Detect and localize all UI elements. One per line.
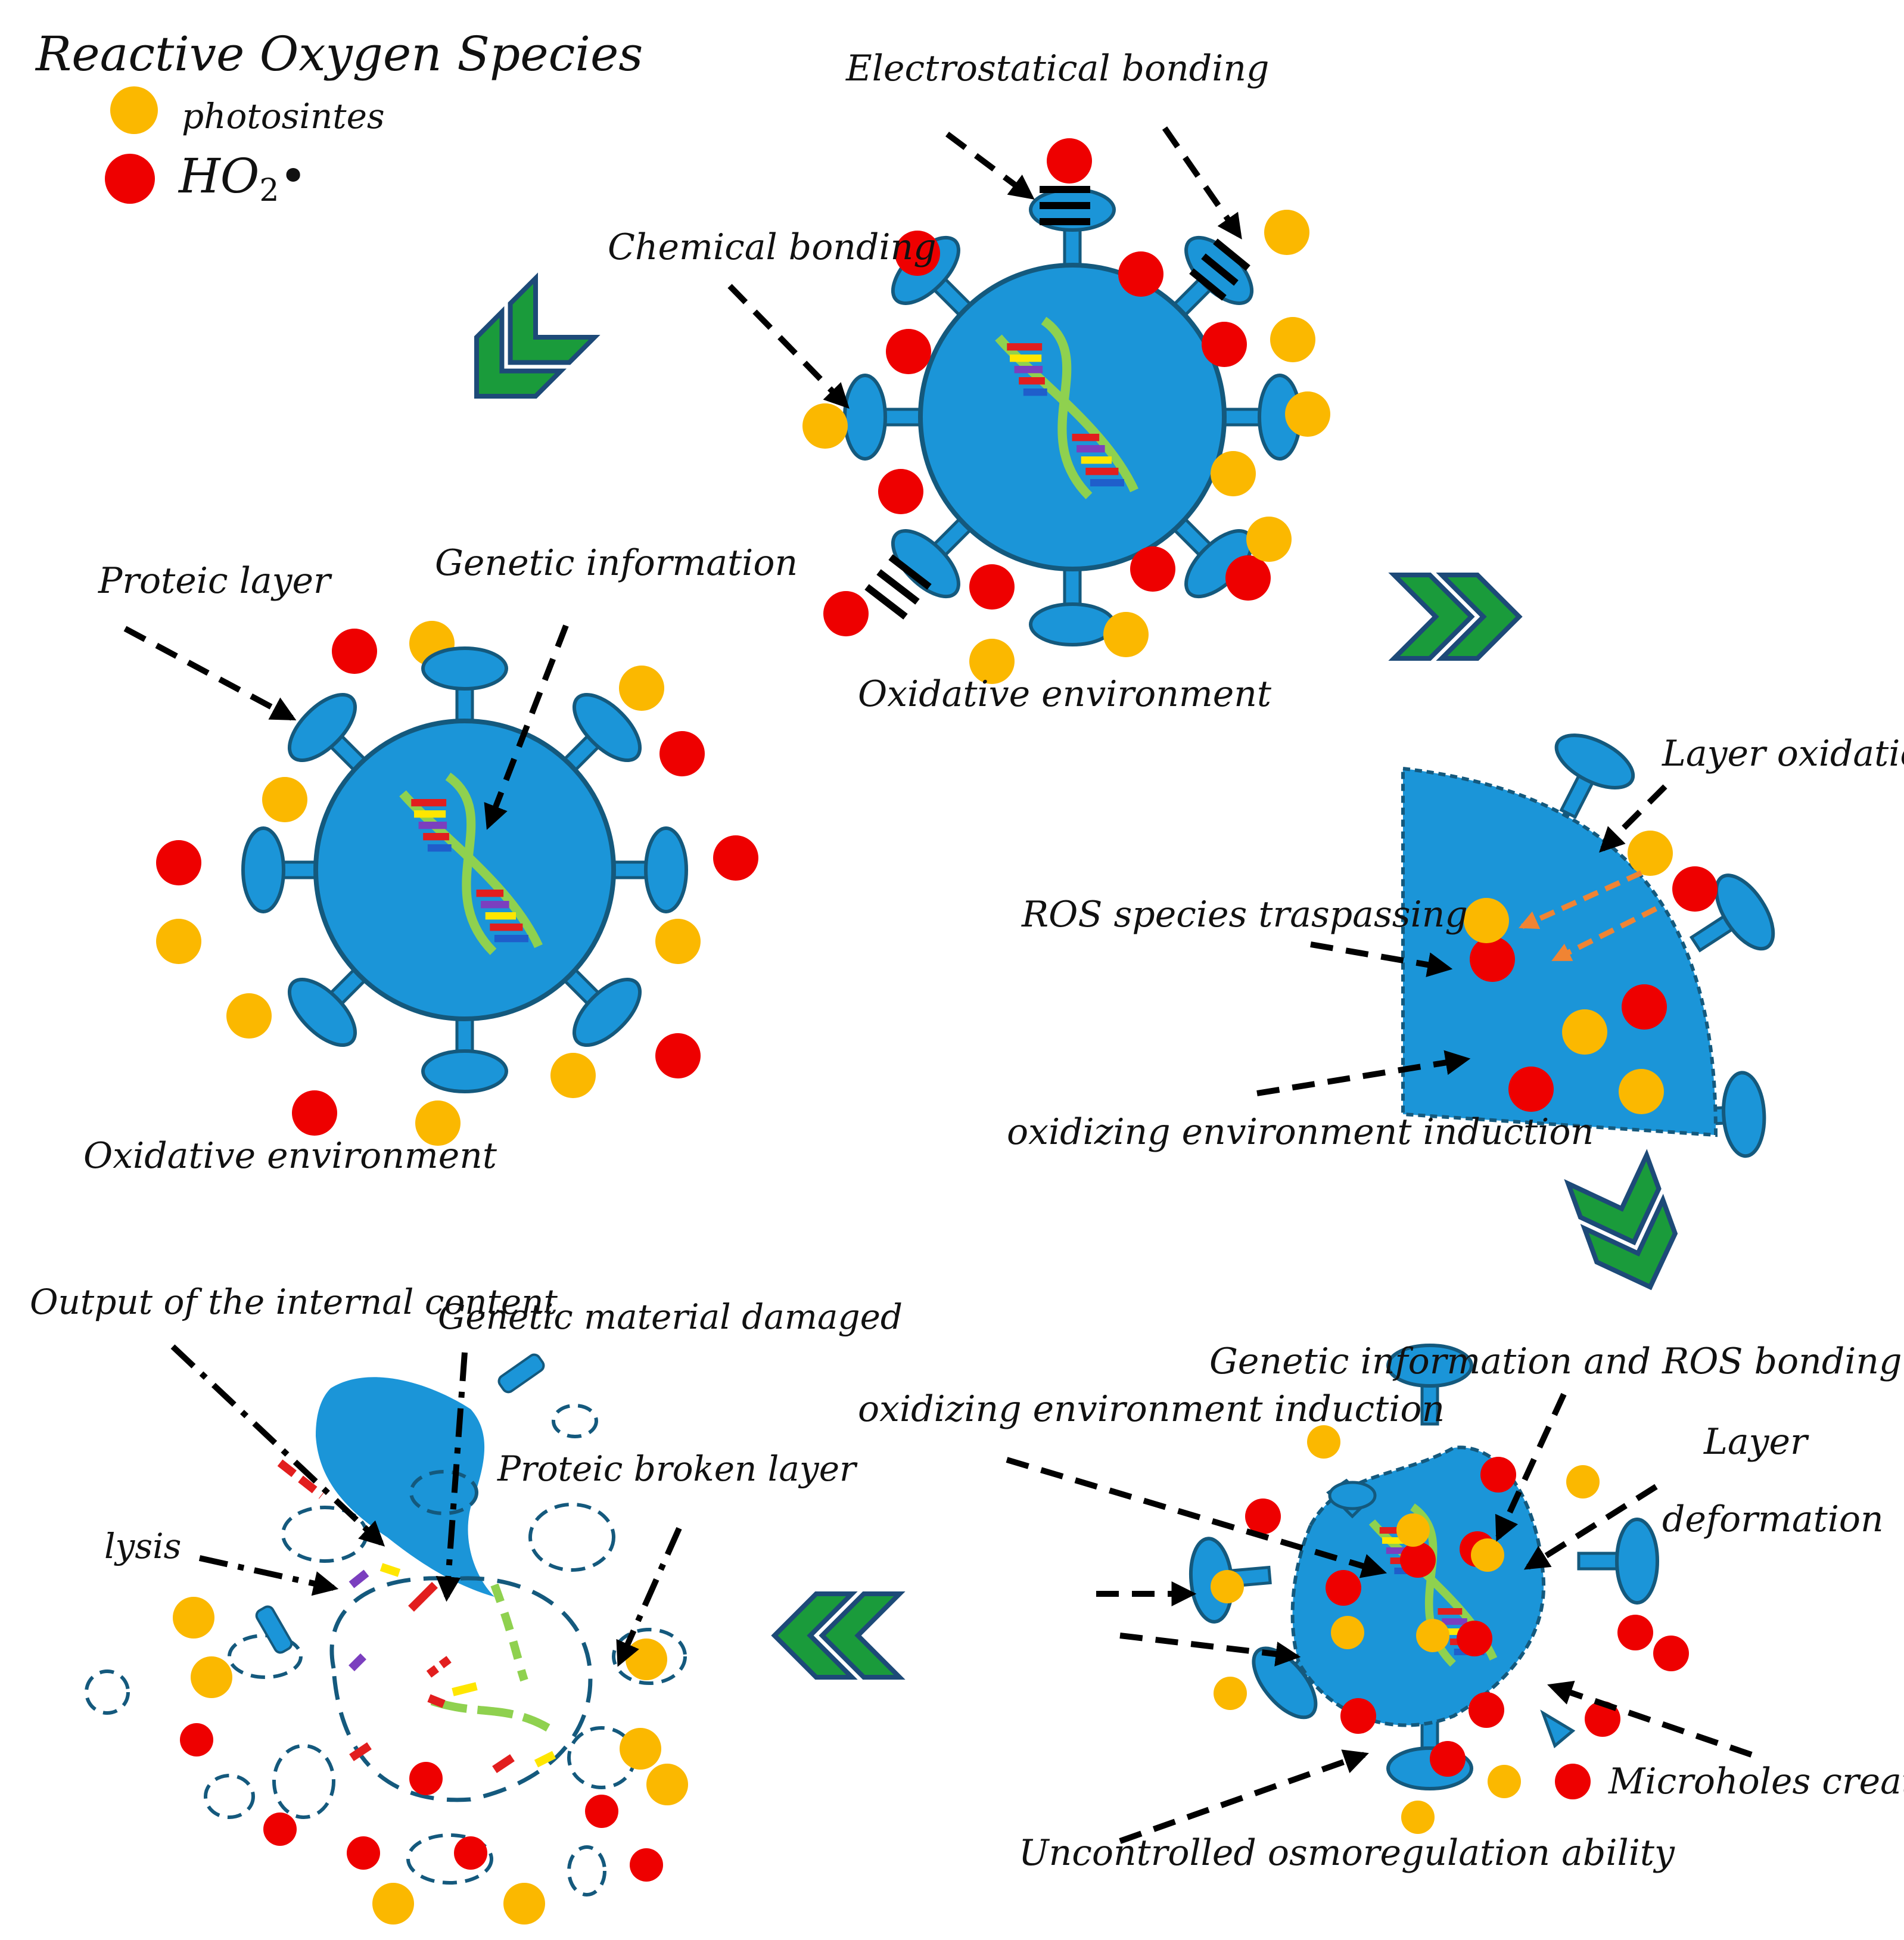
output-internal-content-label: Output of the internal content	[30, 1282, 558, 1322]
oxidizing-induction-label-1: oxidizing environment induction	[1007, 1111, 1594, 1153]
bond-marks	[864, 186, 1250, 620]
ho2-subscript: 2	[259, 173, 279, 209]
broken-capsid-outline	[329, 1576, 593, 1802]
legend: Reactive Oxygen Species photosintes HO2•	[35, 26, 643, 209]
ho2-legend-label: HO2•	[178, 148, 307, 209]
stage4-pointer-arrows	[1006, 1392, 1753, 1844]
stage3-pointer-arrows	[1256, 784, 1667, 1096]
broken-spike-fragments	[1326, 1478, 1576, 1749]
oxidizing-induction-label-2: oxidizing environment induction	[858, 1388, 1445, 1430]
stage5-lysis: Output of the internal content Genetic m…	[30, 1282, 903, 1925]
oxidative-environment-label-2: Oxidative environment	[858, 673, 1272, 715]
proteic-layer-label: Proteic layer	[98, 560, 332, 602]
chemical-bonding-label: Chemical bonding	[608, 226, 937, 268]
stage1-pointer-arrows	[123, 624, 569, 830]
legend-title: Reactive Oxygen Species	[35, 26, 643, 82]
electrostatical-bonding-label: Electrostatical bonding	[845, 48, 1269, 89]
stage3-layer-oxidation: Layer oxidation ROS species traspassing …	[1007, 725, 1904, 1159]
stage2-ros-bonding: Electrostatical bonding Chemical bonding…	[608, 48, 1330, 715]
damaged-genetic-material	[277, 1459, 556, 1773]
layer-label: Layer	[1703, 1421, 1809, 1463]
ho2-legend-dot	[105, 154, 155, 204]
genetic-ros-bonding-label: Genetic information and ROS bonding	[1209, 1341, 1902, 1382]
stage5-red-ros	[180, 1723, 663, 1882]
stage2-capsid	[918, 263, 1227, 571]
stage4-red-ros	[1245, 1457, 1689, 1799]
chevron-stage4-to-5-icon	[774, 1594, 900, 1677]
stage2-red-ros	[823, 138, 1271, 636]
layer-oxidation-label: Layer oxidation	[1662, 733, 1904, 775]
traspassing-arrows	[1519, 870, 1658, 962]
stage5-yellow-ros	[173, 1597, 688, 1925]
stage1-red-ros	[156, 629, 758, 1136]
lysis-label: lysis	[104, 1526, 181, 1566]
broken-spike-outlines	[85, 1404, 687, 1897]
chevron-stage1-to-2-icon	[447, 278, 595, 425]
stage3-wedge	[1401, 766, 1718, 1137]
genetic-damaged-label: Genetic material damaged	[438, 1297, 903, 1337]
osmoregulation-label: Uncontrolled osmoregulation ability	[1019, 1832, 1675, 1874]
genetic-information-label: Genetic information	[435, 542, 798, 584]
chevron-stage2-to-3-icon	[1394, 575, 1519, 658]
deformation-label: deformation	[1662, 1498, 1884, 1540]
ros-traspassing-label: ROS species traspassing	[1021, 894, 1468, 935]
stage3-yellow-ros	[1464, 831, 1673, 1114]
detached-spikes	[255, 1353, 545, 1654]
photosintes-legend-dot	[110, 86, 158, 134]
stage5-pointer-arrows	[170, 1344, 682, 1667]
photosintes-legend-label: photosintes	[182, 96, 385, 136]
released-content-blob	[316, 1377, 494, 1597]
stage1-intact-virus: Proteic layer Genetic information Oxidat…	[83, 542, 798, 1177]
stage2-yellow-ros	[802, 210, 1330, 684]
stage1-yellow-ros	[156, 621, 701, 1146]
stage4-deformation: Genetic information and ROS bonding oxid…	[858, 1341, 1904, 1874]
proteic-broken-layer-label: Proteic broken layer	[497, 1448, 858, 1489]
stage3-red-ros	[1470, 866, 1718, 1112]
microholes-label: Microholes creation	[1608, 1761, 1904, 1802]
chevron-stage3-to-4-icon	[1568, 1155, 1689, 1301]
oxidative-environment-label-1: Oxidative environment	[83, 1135, 497, 1177]
radical-dot: •	[279, 148, 307, 204]
stage4-yellow-ros	[1211, 1425, 1600, 1834]
stage2-pointer-arrows	[727, 126, 1242, 409]
